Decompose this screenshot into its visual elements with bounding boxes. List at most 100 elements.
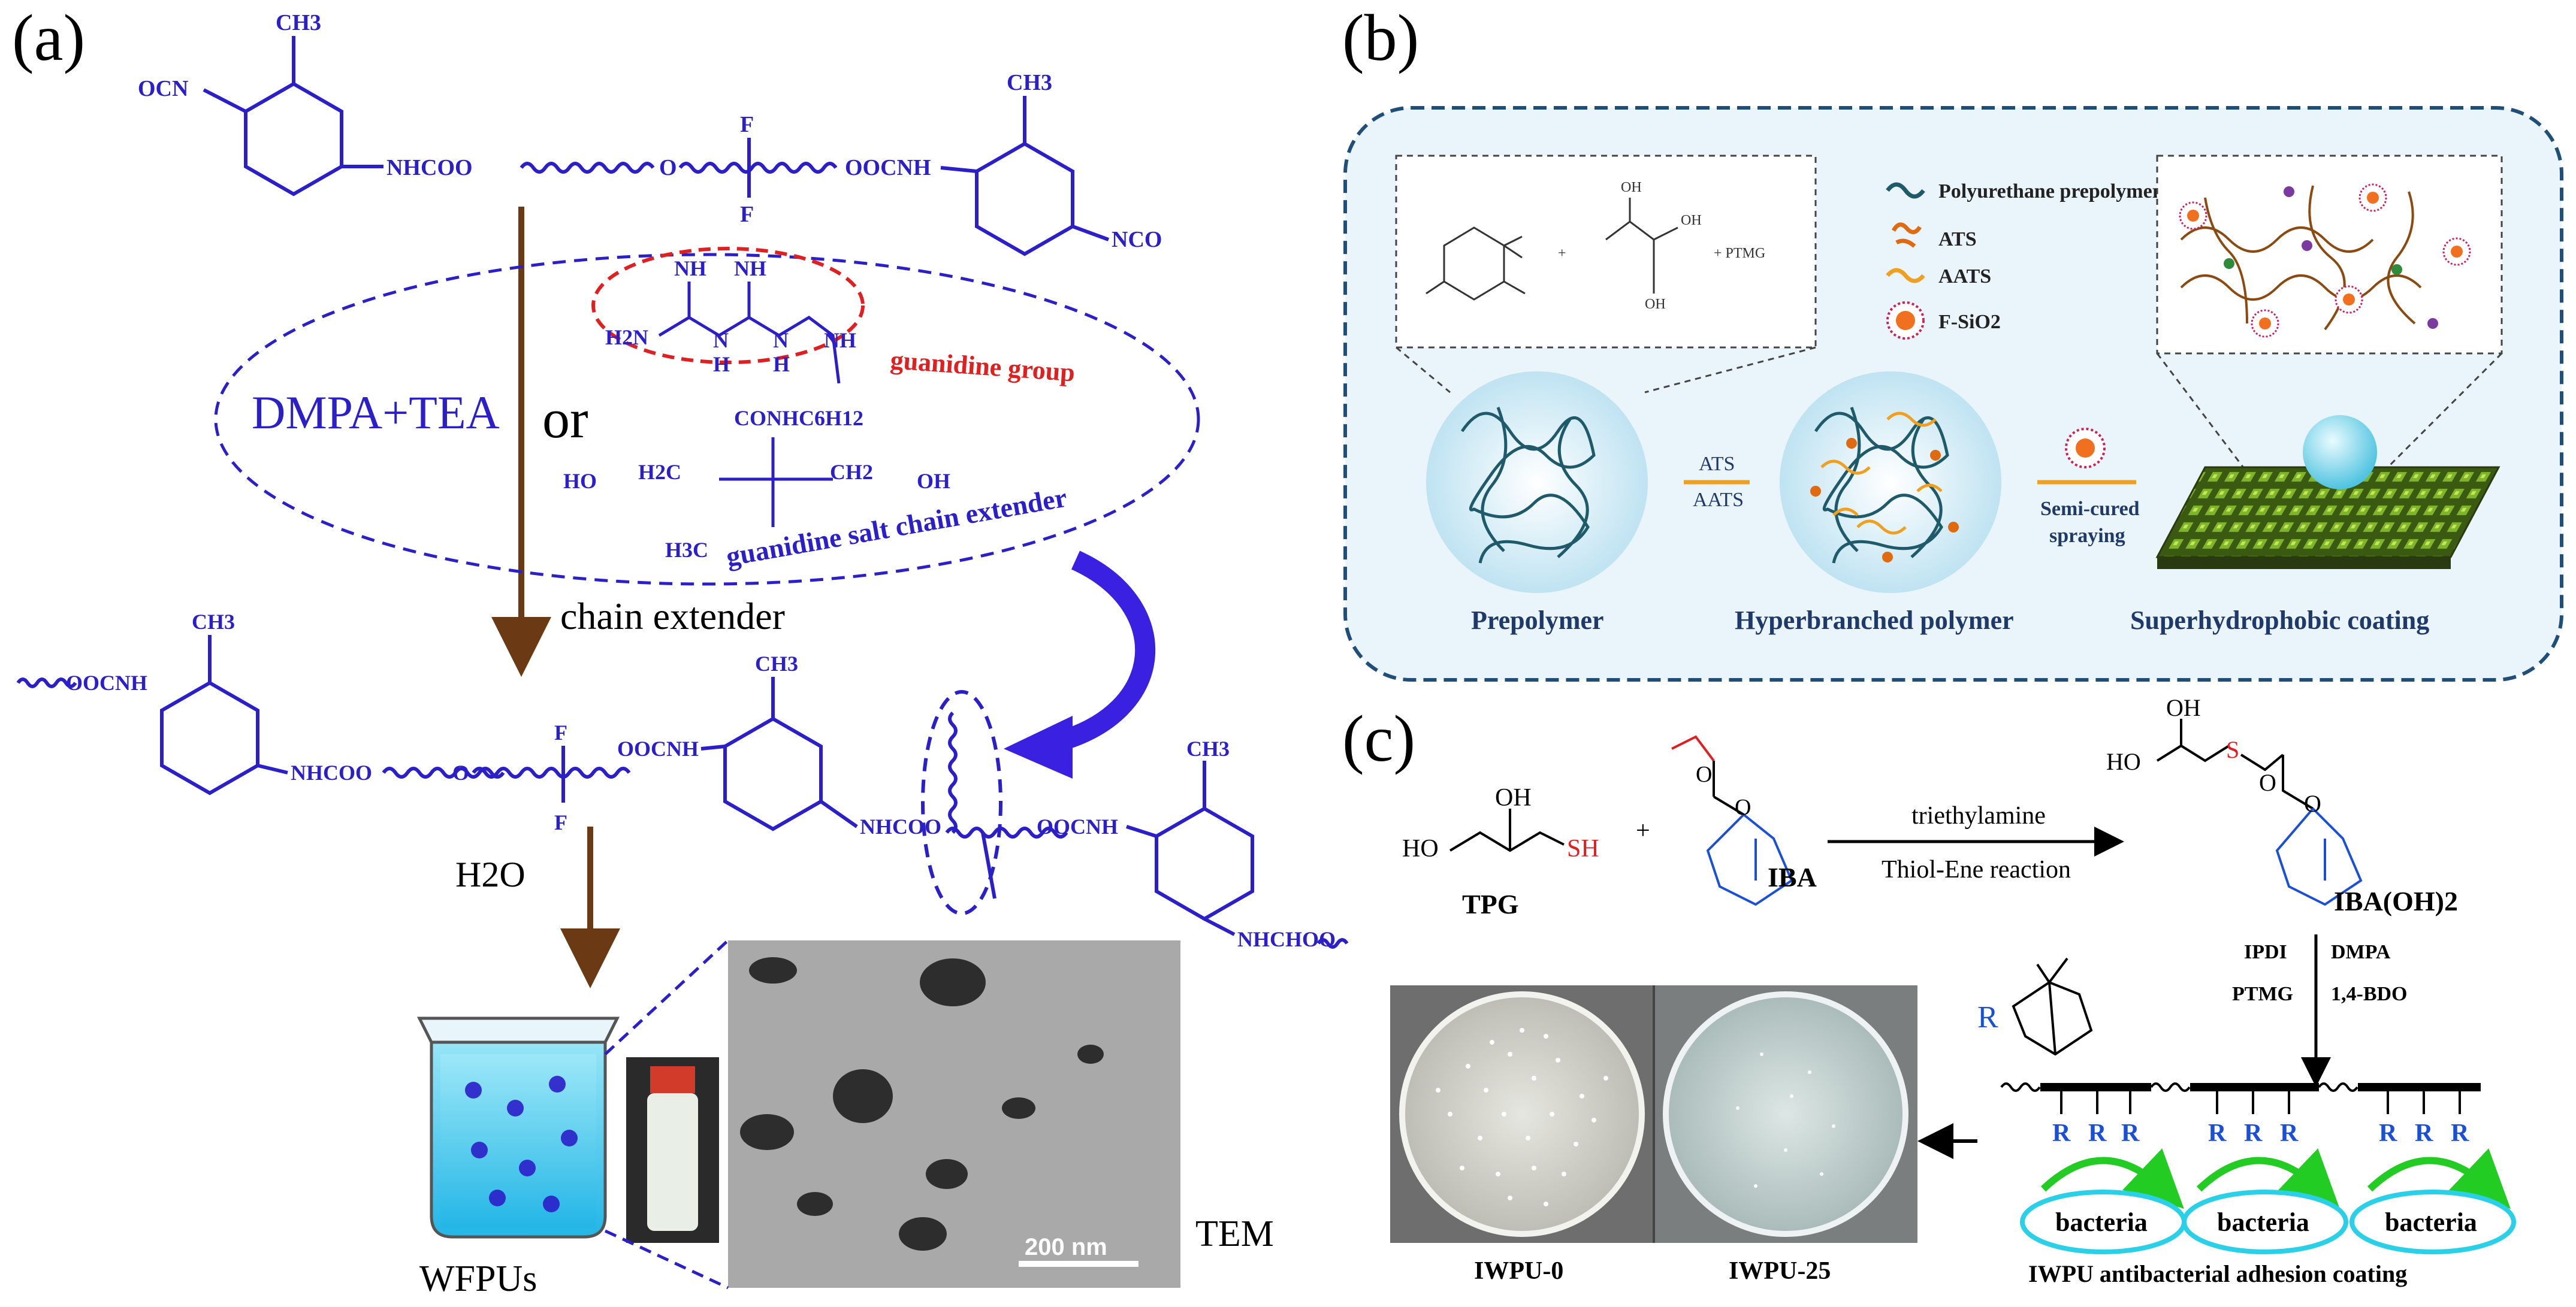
repel-arrow xyxy=(2196,1148,2340,1209)
label-oh: OH xyxy=(917,469,950,493)
label-ch3: CH3 xyxy=(192,610,235,634)
bacteria-ellipse xyxy=(2349,1190,2516,1254)
product-o: O xyxy=(2259,769,2276,796)
beaker-illustration xyxy=(416,1016,620,1239)
label-nhchoo: NHCHOO xyxy=(1237,927,1336,951)
label-n: N xyxy=(773,328,789,352)
r-definition: R xyxy=(1977,1000,1998,1034)
r-group: R xyxy=(2451,1120,2469,1147)
label-f: F xyxy=(554,810,567,834)
chain-extender-name: guanidine salt chain extender xyxy=(724,482,1069,572)
label-ho: HO xyxy=(563,469,597,493)
reagent-bdo: 1,4-BDO xyxy=(2331,983,2408,1005)
label-ch2: CH2 xyxy=(830,460,873,484)
label-f: F xyxy=(554,721,567,745)
label-oocnh: OOCNH xyxy=(617,737,699,761)
or-label: or xyxy=(542,388,588,449)
label-oocnh: OOCNH xyxy=(845,155,931,180)
fsio2-particle xyxy=(2065,428,2106,468)
label-nhcoo: NHCOO xyxy=(860,815,941,839)
panel-a xyxy=(203,36,1110,256)
wavy-chain xyxy=(472,767,631,779)
tpg-sh: SH xyxy=(1567,835,1599,863)
iba-o: O xyxy=(1735,795,1751,820)
r-group: R xyxy=(2208,1120,2227,1147)
label-nh: NH xyxy=(674,256,706,280)
inset-plus-ptmg: + PTMG xyxy=(1714,246,1765,261)
iba-o: O xyxy=(1696,762,1712,787)
label-h3c: H3C xyxy=(665,538,708,562)
iba-label: IBA xyxy=(1768,862,1817,892)
legend-prepolymer-label: Polyurethane prepolymer xyxy=(1938,180,2161,202)
prepolymer-circle xyxy=(1426,371,1648,593)
inset-plus: + xyxy=(1558,246,1566,261)
curved-arrow-head xyxy=(1004,716,1073,779)
legend-fsio2-label: F-SiO2 xyxy=(1938,311,2001,333)
legend-aats-label: AATS xyxy=(1938,265,1991,288)
label-h: H xyxy=(773,352,790,376)
legend-fsio2-swatch xyxy=(1886,301,1925,340)
bacteria-label: bacteria xyxy=(2217,1208,2309,1237)
water-droplet xyxy=(2303,415,2377,489)
label-ch3: CH3 xyxy=(1007,70,1052,95)
r-group: R xyxy=(2415,1120,2433,1147)
r-group: R xyxy=(2088,1120,2107,1147)
inset-oh: OH xyxy=(1645,297,1666,312)
product-label: IBA(OH)2 xyxy=(2334,886,2458,916)
product-o: O xyxy=(2304,790,2321,817)
plus-sign: + xyxy=(1636,817,1650,845)
benzene-ring xyxy=(723,716,823,831)
arrow-label-aats: AATS xyxy=(1693,489,1744,511)
bacteria-ellipse xyxy=(2182,1190,2348,1254)
plate-label: IWPU-25 xyxy=(1729,1257,1831,1285)
label-ch3: CH3 xyxy=(276,10,321,35)
label-o: O xyxy=(452,761,469,785)
coating-label: IWPU antibacterial adhesion coating xyxy=(2028,1260,2407,1287)
petri-dish-iwpu-25 xyxy=(1663,991,1908,1237)
label-n: N xyxy=(713,328,729,352)
arrow-label-ats: ATS xyxy=(1699,453,1735,475)
legend xyxy=(1886,182,1925,340)
inset-oh: OH xyxy=(1621,180,1642,195)
guanidine-group-label: guanidine group xyxy=(889,345,1076,387)
link-ellipse xyxy=(921,690,1002,915)
hyperbranched-circle xyxy=(1780,371,2001,593)
label-ch3: CH3 xyxy=(1186,737,1230,761)
reagent-dmpa: DMPA xyxy=(2331,941,2391,963)
tem-image xyxy=(728,940,1180,1288)
wavy-chain xyxy=(945,827,1068,839)
legend-aats-swatch xyxy=(1886,268,1925,283)
bacteria-label: bacteria xyxy=(2055,1208,2148,1237)
curved-arrow xyxy=(1052,550,1156,753)
label-f: F xyxy=(740,112,754,137)
benzene-ring xyxy=(1155,806,1254,921)
panel-label-b: (b) xyxy=(1342,1,1419,74)
panel-label-a: (a) xyxy=(12,1,85,74)
wavy-side-chain xyxy=(948,711,958,834)
r-group: R xyxy=(2379,1120,2397,1147)
r-group: R xyxy=(2280,1120,2299,1147)
reaction-type: Thiol-Ene reaction xyxy=(1882,856,2071,884)
wavy-chain xyxy=(520,162,655,174)
label-h2c: H2C xyxy=(638,460,681,484)
tpg-label: TPG xyxy=(1462,889,1519,919)
label-nhcoo: NHCOO xyxy=(386,155,473,180)
scale-bar-label: 200 nm xyxy=(1025,1234,1107,1260)
tem-label: TEM xyxy=(1195,1214,1274,1254)
r-group: R xyxy=(2052,1120,2071,1147)
vial-photo xyxy=(626,1057,719,1243)
panel-label-c: (c) xyxy=(1342,702,1415,775)
label-f: F xyxy=(740,202,754,227)
benzene-ring xyxy=(975,141,1074,256)
monomer-inset xyxy=(1395,155,1817,349)
wavy-chain xyxy=(1316,938,1349,949)
r-group: R xyxy=(2121,1120,2140,1147)
benzene-ring xyxy=(244,81,343,196)
label-ch3: CH3 xyxy=(755,652,798,676)
chain-extender-ellipse xyxy=(214,253,1200,586)
label-nhcoo: NHCOO xyxy=(291,761,372,785)
product-ho: HO xyxy=(2106,748,2141,775)
repel-arrow xyxy=(2367,1148,2511,1209)
wavy-chain xyxy=(678,162,838,174)
